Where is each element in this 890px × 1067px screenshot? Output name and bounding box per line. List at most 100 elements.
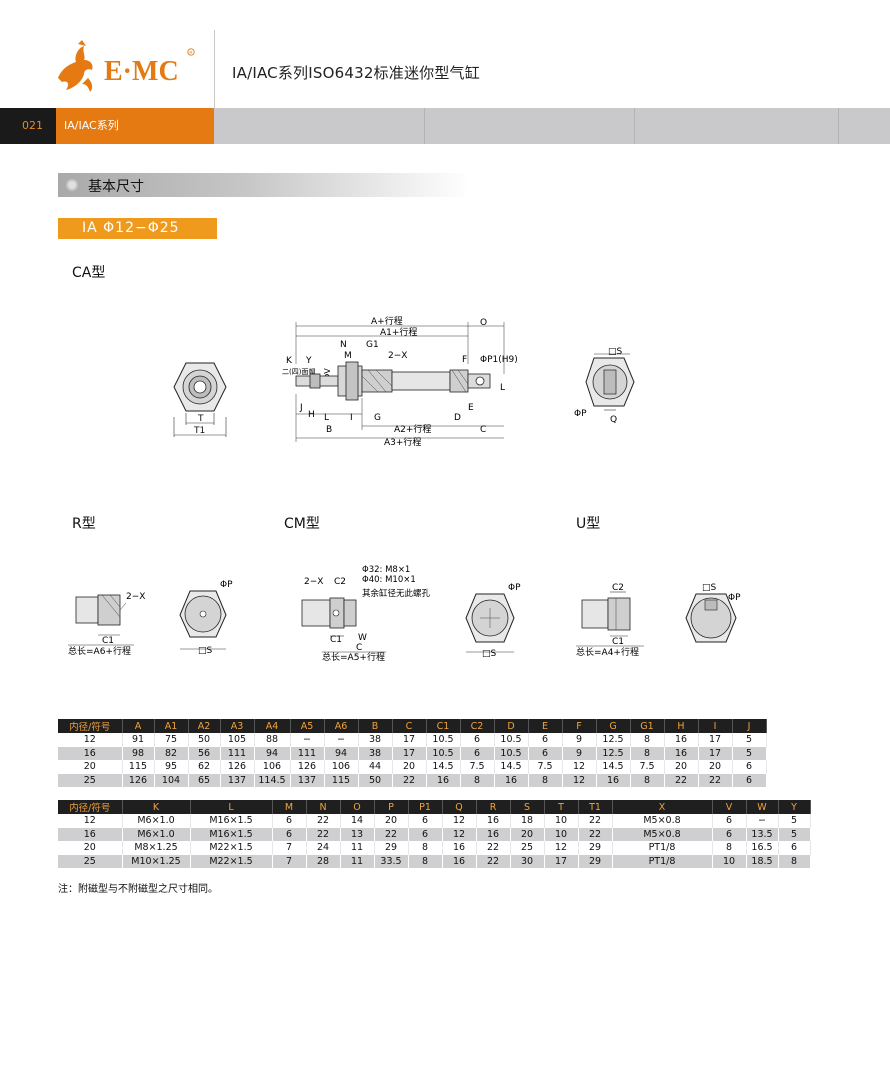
dim-label: O bbox=[480, 318, 487, 328]
svg-text:R: R bbox=[189, 50, 193, 55]
table-header-cell: P bbox=[374, 800, 409, 814]
band-cell bbox=[424, 108, 634, 144]
table-header-cell: E bbox=[528, 719, 563, 733]
table-cell: 12 bbox=[562, 773, 597, 787]
dim-label: M bbox=[344, 351, 352, 361]
table-cell: M16×1.5 bbox=[190, 814, 273, 828]
table-cell: 12 bbox=[58, 733, 123, 747]
model-tag: IA Φ12−Φ25 bbox=[58, 218, 217, 239]
table-header-cell: C bbox=[392, 719, 427, 733]
section-heading: 基本尺寸 bbox=[58, 173, 470, 197]
table-cell: 16 bbox=[494, 773, 529, 787]
table-cell: 9 bbox=[562, 733, 597, 747]
table-cell: 17 bbox=[544, 854, 579, 868]
table-cell: 25 bbox=[510, 841, 545, 855]
dim-label: Φ40: M10×1 bbox=[362, 575, 416, 585]
view-label-cm: CM型 bbox=[284, 516, 320, 532]
table-header-cell: B bbox=[358, 719, 393, 733]
dim-label: T bbox=[197, 414, 204, 424]
dim-label: D bbox=[454, 413, 461, 423]
r-end-view-drawing: ΦP □S bbox=[179, 580, 233, 656]
table-cell: 106 bbox=[254, 760, 291, 774]
table-header-cell: Q bbox=[442, 800, 477, 814]
header-divider bbox=[214, 30, 215, 108]
r-side-view-drawing: 2−X C1 总长=A6+行程 bbox=[68, 592, 145, 657]
table-header-cell: T bbox=[544, 800, 579, 814]
table-cell: 65 bbox=[188, 773, 221, 787]
dim-label: C2 bbox=[612, 583, 624, 593]
table-cell: 18 bbox=[510, 814, 545, 828]
dim-label: J bbox=[299, 403, 303, 413]
dim-label: Y bbox=[305, 356, 312, 366]
table-header-cell: T1 bbox=[578, 800, 613, 814]
table-cell: 12 bbox=[442, 827, 477, 841]
table-cell: 6 bbox=[778, 841, 811, 855]
table-cell: 14.5 bbox=[426, 760, 461, 774]
view-label-r: R型 bbox=[72, 516, 96, 532]
table-cell: 6 bbox=[528, 746, 563, 760]
dim-label: 总长=A6+行程 bbox=[68, 645, 131, 657]
table-cell: 22 bbox=[374, 827, 409, 841]
table-cell: 12 bbox=[544, 841, 579, 855]
table-cell: 62 bbox=[188, 760, 221, 774]
table-cell: 10 bbox=[544, 814, 579, 828]
table-cell: 6 bbox=[732, 773, 767, 787]
u-end-view-drawing: □S ΦP bbox=[685, 583, 741, 643]
table-header-cell: W bbox=[746, 800, 779, 814]
table-header-cell: A5 bbox=[290, 719, 325, 733]
dim-label: A2+行程 bbox=[394, 423, 431, 435]
table-cell: 114.5 bbox=[254, 773, 291, 787]
table-cell: 17 bbox=[392, 733, 427, 747]
table-cell: 12 bbox=[58, 814, 123, 828]
table-cell: 105 bbox=[220, 733, 255, 747]
table-header-cell: H bbox=[664, 719, 699, 733]
ca-side-view-drawing: A+行程 A1+行程 O N G1 M 2−X F ΦP1(H9) K Y 二(… bbox=[282, 315, 518, 448]
table-header-cell: S bbox=[510, 800, 545, 814]
band-cell bbox=[838, 108, 890, 144]
table-cell: 82 bbox=[154, 746, 189, 760]
table-cell: 29 bbox=[578, 854, 613, 868]
table-cell: 106 bbox=[324, 760, 359, 774]
table-cell: 10.5 bbox=[426, 733, 461, 747]
table-header-cell: X bbox=[612, 800, 713, 814]
table-cell: 17 bbox=[392, 746, 427, 760]
table-cell: 98 bbox=[122, 746, 155, 760]
dim-label: 2−X bbox=[388, 351, 407, 361]
table-cell: 14.5 bbox=[494, 760, 529, 774]
footnote: 注：附磁型与不附磁型之尺寸相同。 bbox=[58, 884, 218, 895]
table-cell: 16 bbox=[442, 841, 477, 855]
table-cell: 20 bbox=[374, 814, 409, 828]
dim-label: H bbox=[308, 410, 315, 420]
table-cell: 6 bbox=[732, 760, 767, 774]
table-cell: 8 bbox=[408, 841, 443, 855]
dim-label: ΦP bbox=[220, 580, 233, 590]
dim-label: C bbox=[356, 643, 362, 653]
dim-label: N bbox=[340, 340, 347, 350]
table-cell: 16 bbox=[442, 854, 477, 868]
table-cell: 10 bbox=[712, 854, 747, 868]
table-header-cell: F bbox=[562, 719, 597, 733]
table-cell: 137 bbox=[220, 773, 255, 787]
u-side-view-drawing: C2 C1 总长=A4+行程 bbox=[576, 583, 644, 658]
dim-label: G bbox=[374, 413, 381, 423]
table-cell: 16 bbox=[596, 773, 631, 787]
table-cell: 8 bbox=[630, 733, 665, 747]
table-cell: 5 bbox=[732, 746, 767, 760]
table-header-cell: O bbox=[340, 800, 375, 814]
dim-label: L bbox=[324, 413, 329, 423]
table-cell: 10.5 bbox=[426, 746, 461, 760]
table-cell: 88 bbox=[254, 733, 291, 747]
section-title: 基本尺寸 bbox=[88, 179, 144, 195]
table-cell: M6×1.0 bbox=[122, 827, 191, 841]
table-cell: 95 bbox=[154, 760, 189, 774]
table-cell: 25 bbox=[58, 854, 123, 868]
table-cell: 6 bbox=[712, 827, 747, 841]
dim-label: 总长=A4+行程 bbox=[576, 646, 639, 658]
table-cell: 20 bbox=[58, 841, 123, 855]
page-title: IA/IAC系列ISO6432标准迷你型气缸 bbox=[232, 64, 480, 82]
table-cell: 14 bbox=[340, 814, 375, 828]
table-cell: M10×1.25 bbox=[122, 854, 191, 868]
